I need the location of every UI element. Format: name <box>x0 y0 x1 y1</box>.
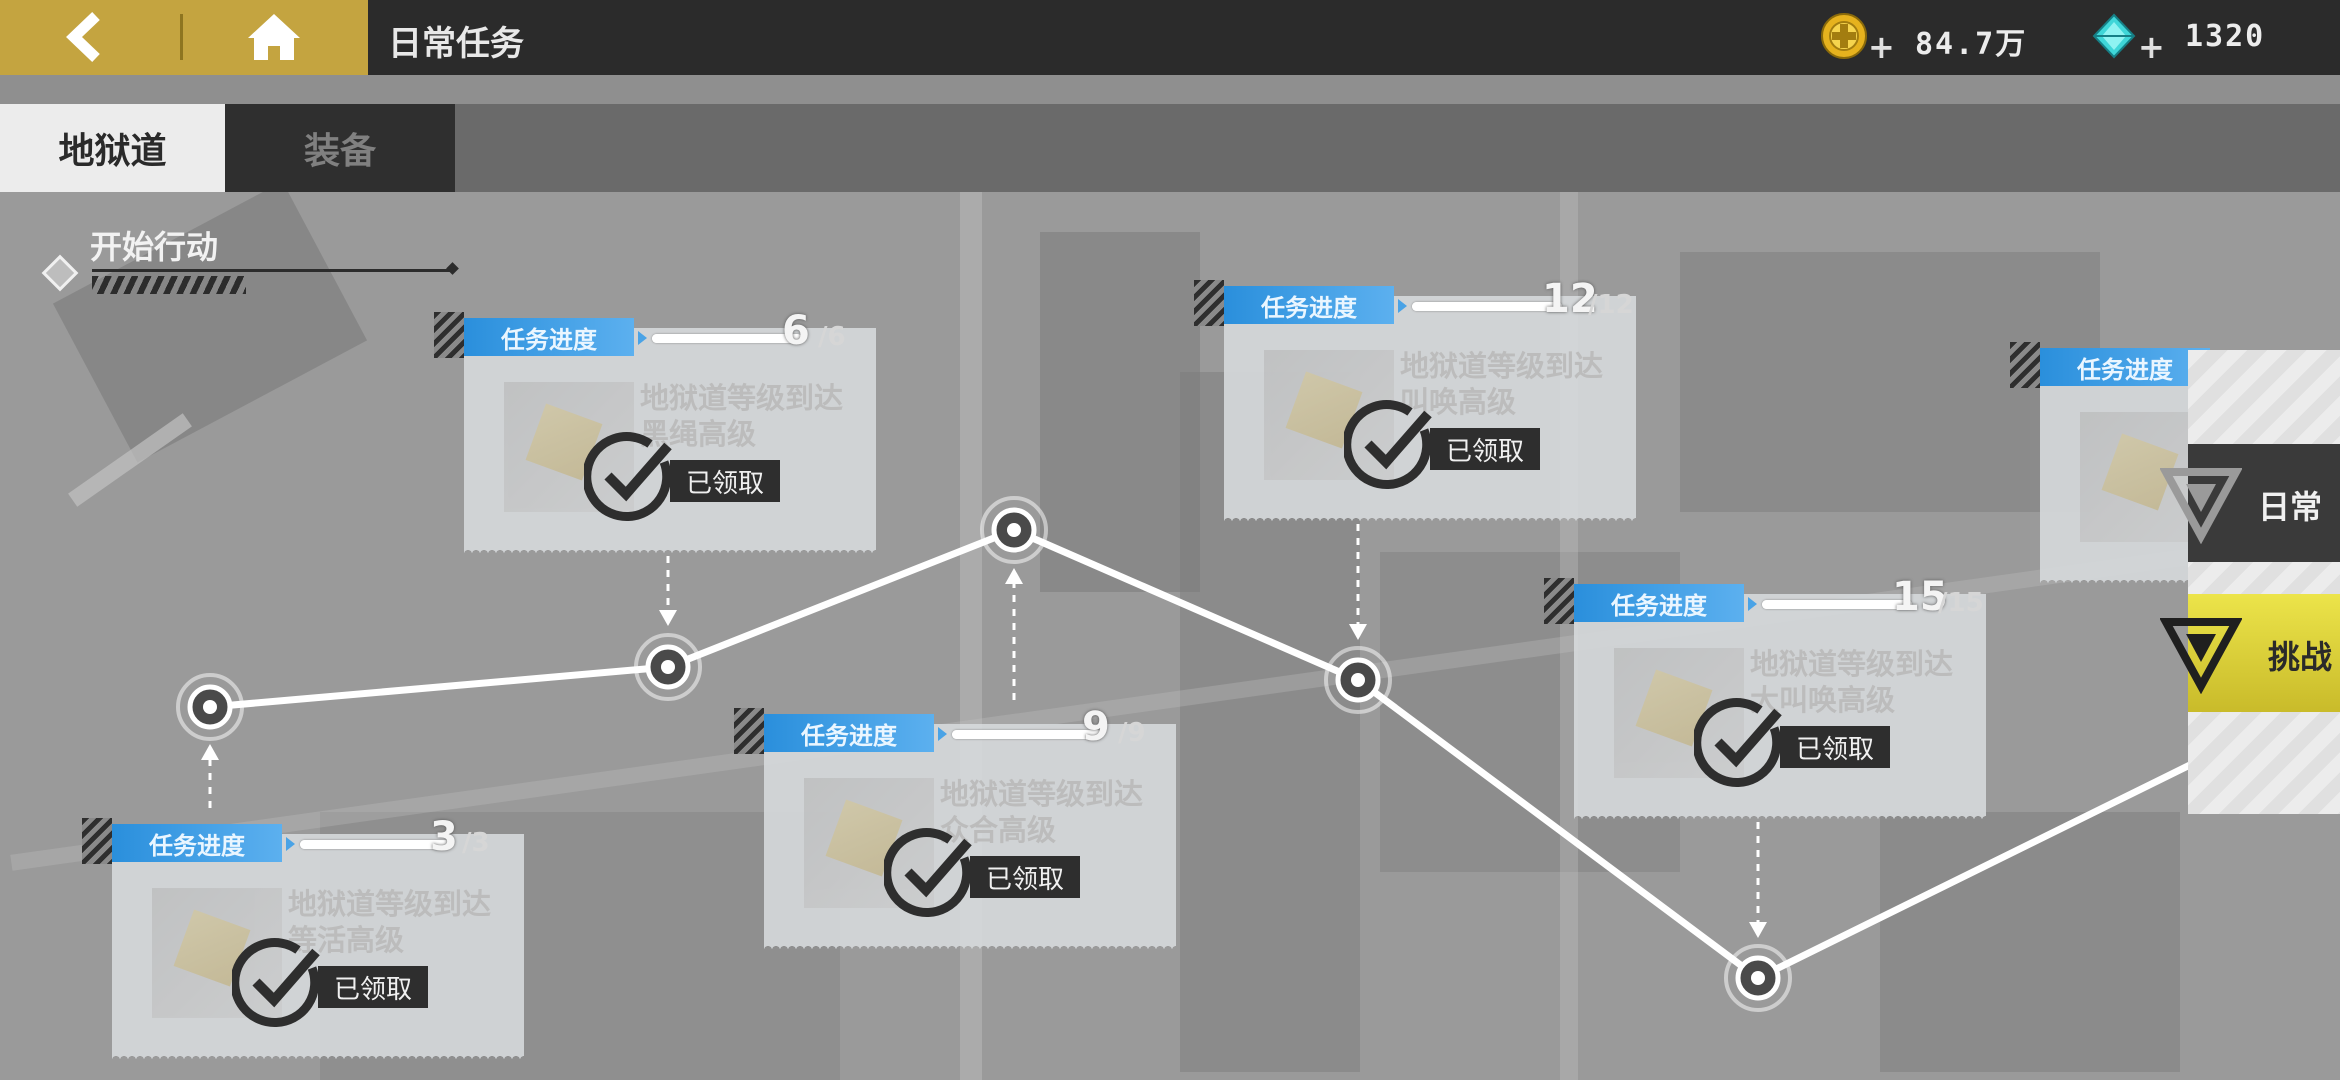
reward-item-icon <box>504 382 634 512</box>
reward-item-icon <box>1614 648 1744 778</box>
gem-value: 1320 <box>2185 19 2266 54</box>
back-button[interactable] <box>0 0 180 75</box>
task-card[interactable]: 任务进度 6 /6 地狱道等级到达黑绳高级 已领取 <box>434 308 876 554</box>
gem-currency[interactable]: + 1320 <box>2090 10 2320 65</box>
progress-total: /9 <box>1118 718 1146 748</box>
home-icon <box>248 14 300 60</box>
path-node <box>176 496 1792 1012</box>
triangle-emblem-icon <box>2160 618 2242 694</box>
challenge-button[interactable]: 挑战 <box>2160 594 2340 712</box>
task-description: 地狱道等级到达大叫唤高级 <box>1750 647 1954 717</box>
claimed-badge: 已领取 <box>670 460 780 502</box>
progress-label: 任务进度 <box>112 824 282 862</box>
top-bar <box>0 0 2340 75</box>
triangle-emblem-icon <box>2160 468 2242 544</box>
progress-bar <box>952 730 1102 739</box>
progress-current: 9 <box>1082 704 1110 750</box>
progress-bar <box>300 840 450 849</box>
check-circle-icon <box>884 828 972 918</box>
progress-current: 6 <box>782 308 810 354</box>
task-description: 地狱道等级到达等活高级 <box>288 887 492 957</box>
page-title: 日常任务 <box>388 24 524 64</box>
task-description: 地狱道等级到达黑绳高级 <box>640 381 844 451</box>
progress-current: 12 <box>1542 276 1598 322</box>
tab-hell-path[interactable]: 地狱道 <box>0 104 225 192</box>
progress-label: 任务进度 <box>1224 286 1394 324</box>
challenge-label: 挑战 <box>2268 638 2333 676</box>
claimed-badge: 已领取 <box>1780 726 1890 768</box>
reward-item-icon <box>1264 350 1394 480</box>
task-description: 地狱道等级到达叫唤高级 <box>1400 349 1604 419</box>
reward-item-icon <box>152 888 282 1018</box>
progress-bar <box>652 334 802 343</box>
section-label: 开始行动 <box>90 228 219 266</box>
gold-coin-icon <box>1821 13 1867 59</box>
section-hatch <box>92 276 246 294</box>
progress-total: /12 <box>1588 290 1634 320</box>
reward-item-icon <box>804 778 934 908</box>
progress-total: /3 <box>462 828 490 858</box>
progress-label: 任务进度 <box>2040 348 2210 386</box>
check-circle-icon <box>1344 400 1432 490</box>
progress-label: 任务进度 <box>464 318 634 356</box>
progress-label: 任务进度 <box>764 714 934 752</box>
section-underline <box>92 269 454 272</box>
check-circle-icon <box>584 432 672 522</box>
progress-bar <box>1412 302 1562 311</box>
task-card[interactable]: 任务进度 12 /12 地狱道等级到达叫唤高级 已领取 <box>1194 276 1636 522</box>
task-card[interactable]: 任务进度 15 /15 地狱道等级到达大叫唤高级 已领取 <box>1544 574 1986 820</box>
task-card[interactable]: 任务进度 3 /3 地狱道等级到达等活高级 已领取 <box>82 814 524 1060</box>
progress-current: 15 <box>1892 574 1948 620</box>
claimed-badge: 已领取 <box>970 856 1080 898</box>
add-gem-icon[interactable]: + <box>2138 28 2165 66</box>
progress-bar <box>1762 600 1912 609</box>
gold-currency[interactable]: + 84.7万 <box>1820 10 2050 65</box>
check-circle-icon <box>1694 698 1782 788</box>
claimed-badge: 已领取 <box>318 966 428 1008</box>
check-circle-icon <box>232 938 320 1028</box>
progress-label: 任务进度 <box>1574 584 1744 622</box>
daily-label: 日常 <box>2258 488 2323 526</box>
side-panel <box>2188 350 2340 814</box>
tab-equipment[interactable]: 装备 <box>225 104 455 192</box>
add-gold-icon[interactable]: + <box>1868 28 1895 66</box>
claimed-badge: 已领取 <box>1430 428 1540 470</box>
diamond-gem-icon <box>2092 13 2136 59</box>
header-separator <box>180 14 183 60</box>
gold-value: 84.7万 <box>1915 27 2028 62</box>
progress-total: /15 <box>1938 588 1984 618</box>
task-card[interactable]: 任务进度 9 /9 地狱道等级到达众合高级 已领取 <box>734 704 1176 950</box>
chevron-left-icon <box>66 12 100 62</box>
daily-button[interactable]: 日常 <box>2160 444 2340 562</box>
task-description: 地狱道等级到达众合高级 <box>940 777 1144 847</box>
home-button[interactable] <box>180 0 368 75</box>
progress-total: /6 <box>818 322 846 352</box>
progress-current: 3 <box>430 814 458 860</box>
